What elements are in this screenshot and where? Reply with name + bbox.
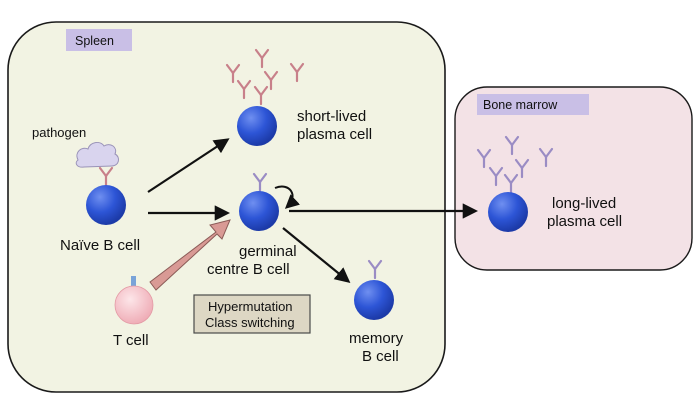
arrow-germinal-to-memory (282, 227, 351, 283)
short-lived-label-line1: short-lived (297, 108, 366, 125)
bone-marrow-region: Bone marrow (454, 86, 693, 271)
t-cell-label: T cell (113, 332, 149, 349)
pathogen-cloud-icon (75, 141, 120, 168)
arrow-germinal-self-loop (274, 185, 300, 209)
t-cell-group: T cell (113, 276, 154, 349)
arrows (147, 138, 479, 283)
germinal-centre-b-cell (239, 191, 279, 231)
short-lived-label-line2: plasma cell (297, 126, 372, 143)
long-lived-plasma-cell (488, 192, 528, 232)
bone-marrow-tag (477, 94, 589, 115)
short-lived-plasma-cell-group: short-lived plasma cell (225, 48, 372, 146)
t-cell-receptor (131, 276, 136, 289)
germinal-label-line1: germinal (239, 243, 297, 260)
t-cell-help-arrow (149, 219, 231, 291)
naive-b-cell-group: pathogen Naïve B cell (32, 125, 140, 254)
process-line1: Hypermutation (208, 299, 293, 314)
process-box-frame (193, 294, 311, 334)
spleen-label: Spleen (75, 34, 114, 48)
bone-marrow-label: Bone marrow (483, 98, 558, 112)
long-lived-label-line1: long-lived (552, 195, 616, 212)
long-lived-label-line2: plasma cell (547, 213, 622, 230)
memory-b-cell (354, 280, 394, 320)
short-lived-plasma-cell (237, 106, 277, 146)
germinal-centre-b-cell-group: germinal centre B cell (207, 172, 297, 278)
arrow-naive-to-short-lived (147, 138, 230, 193)
process-line2: Class switching (205, 315, 295, 330)
process-box: Hypermutation Class switching (193, 294, 311, 334)
t-cell (114, 285, 154, 325)
pathogen-label: pathogen (32, 125, 86, 140)
spleen-tag (66, 29, 132, 51)
memory-label-line1: memory (349, 330, 404, 347)
naive-b-cell-label: Naïve B cell (60, 237, 140, 254)
germinal-label-line2: centre B cell (207, 261, 290, 278)
naive-b-cell (86, 185, 126, 225)
memory-label-line2: B cell (362, 348, 399, 365)
long-lived-plasma-cell-group: long-lived plasma cell (476, 135, 622, 232)
memory-b-cell-group: memory B cell (349, 259, 404, 365)
